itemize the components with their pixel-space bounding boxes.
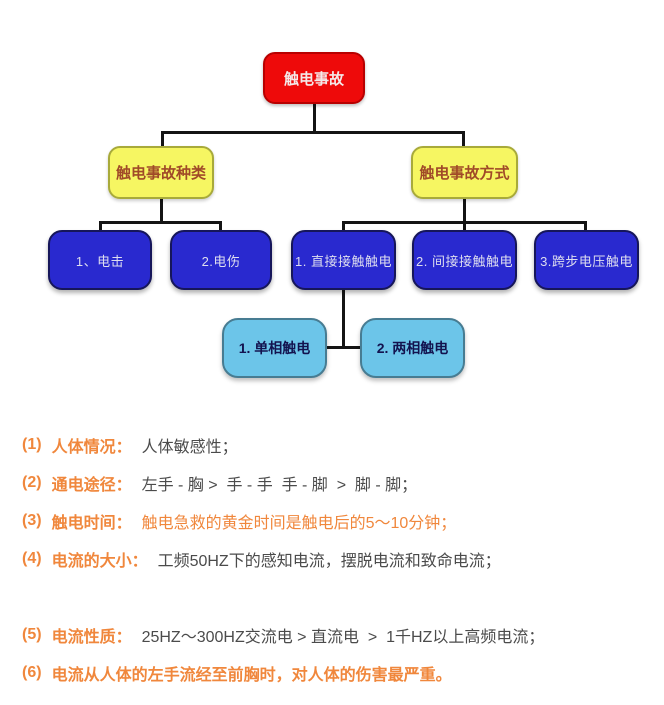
note-body-condition: (1) 人体情况： 人体敏感性； bbox=[22, 426, 654, 464]
connector-line bbox=[161, 131, 164, 146]
connector-line bbox=[160, 199, 163, 223]
connector-line bbox=[584, 221, 587, 231]
note-current-path: (2) 通电途径： 左手 - 胸 > 手 - 手 手 - 脚 > 脚 - 脚； bbox=[22, 464, 654, 502]
node-direct-contact: 1. 直接接触触电 bbox=[291, 230, 396, 290]
connector-line bbox=[313, 104, 316, 134]
note-number: (5) bbox=[22, 626, 42, 643]
connector-line bbox=[99, 221, 102, 231]
note-label: 电流性质： bbox=[51, 629, 132, 646]
node-single-phase-label: 1. 单相触电 bbox=[238, 340, 311, 356]
node-single-phase: 1. 单相触电 bbox=[222, 318, 327, 378]
node-indirect-contact: 2. 间接接触触电 bbox=[412, 230, 517, 290]
node-electric-shock-label: 1、电击 bbox=[75, 253, 125, 269]
node-accident-modes-label: 触电事故方式 bbox=[419, 165, 510, 182]
connector-line bbox=[219, 221, 222, 231]
note-shock-time: (3) 触电时间： 触电急救的黄金时间是触电后的5～10分钟； bbox=[22, 502, 654, 540]
note-number: (4) bbox=[22, 550, 42, 567]
node-accident-modes: 触电事故方式 bbox=[411, 146, 518, 199]
note-current-magnitude: (4) 电流的大小： 工频50HZ下的感知电流，摆脱电流和致命电流； bbox=[22, 540, 654, 578]
note-content: 工频50HZ下的感知电流，摆脱电流和致命电流； bbox=[157, 553, 501, 570]
note-number: (3) bbox=[22, 512, 42, 529]
note-content: 左手 - 胸 > 手 - 手 手 - 脚 > 脚 - 脚； bbox=[141, 477, 418, 494]
node-direct-contact-label: 1. 直接接触触电 bbox=[295, 253, 392, 269]
note-content: 触电急救的黄金时间是触电后的5～10分钟； bbox=[141, 515, 457, 532]
connector-line bbox=[462, 131, 465, 146]
connector-line bbox=[463, 199, 466, 231]
node-step-voltage: 3.跨步电压触电 bbox=[534, 230, 639, 290]
connector-line bbox=[342, 221, 345, 231]
node-indirect-contact-label: 2. 间接接触触电 bbox=[416, 253, 513, 269]
node-electric-injury-label: 2.电伤 bbox=[201, 253, 241, 269]
node-root-label: 触电事故 bbox=[283, 70, 344, 88]
note-content: 电流从人体的左手流经至前胸时，对人体的伤害最严重。 bbox=[51, 667, 452, 684]
connector-line bbox=[99, 221, 222, 224]
connector-line bbox=[161, 131, 465, 134]
note-content: 25HZ～300HZ交流电 > 直流电 > 1千HZ以上高频电流； bbox=[141, 629, 545, 646]
note-number: (6) bbox=[22, 664, 42, 681]
node-root: 触电事故 bbox=[263, 52, 365, 104]
flowchart: 触电事故 触电事故种类 触电事故方式 1、电击 2.电伤 1. 直接接触触电 2… bbox=[48, 52, 639, 378]
connector-line bbox=[327, 346, 361, 349]
note-label: 触电时间： bbox=[51, 515, 132, 532]
connector-line bbox=[342, 221, 587, 224]
connector-line bbox=[342, 290, 345, 348]
note-current-nature: (5) 电流性质： 25HZ～300HZ交流电 > 直流电 > 1千HZ以上高频… bbox=[22, 616, 654, 654]
node-step-voltage-label: 3.跨步电压触电 bbox=[540, 253, 633, 269]
node-electric-shock: 1、电击 bbox=[48, 230, 152, 290]
node-two-phase: 2. 两相触电 bbox=[360, 318, 465, 378]
note-label: 人体情况： bbox=[51, 439, 132, 456]
notes-section: (1) 人体情况： 人体敏感性； (2) 通电途径： 左手 - 胸 > 手 - … bbox=[0, 410, 664, 692]
note-number: (1) bbox=[22, 436, 42, 453]
note-label: 电流的大小： bbox=[51, 553, 148, 570]
note-content: 人体敏感性； bbox=[141, 439, 238, 456]
node-accident-types-label: 触电事故种类 bbox=[115, 165, 206, 182]
note-worst-path: (6) 电流从人体的左手流经至前胸时，对人体的伤害最严重。 bbox=[22, 654, 654, 692]
note-number: (2) bbox=[22, 474, 42, 491]
node-two-phase-label: 2. 两相触电 bbox=[376, 340, 449, 356]
node-electric-injury: 2.电伤 bbox=[170, 230, 272, 290]
note-label: 通电途径： bbox=[51, 477, 132, 494]
node-accident-types: 触电事故种类 bbox=[108, 146, 214, 199]
